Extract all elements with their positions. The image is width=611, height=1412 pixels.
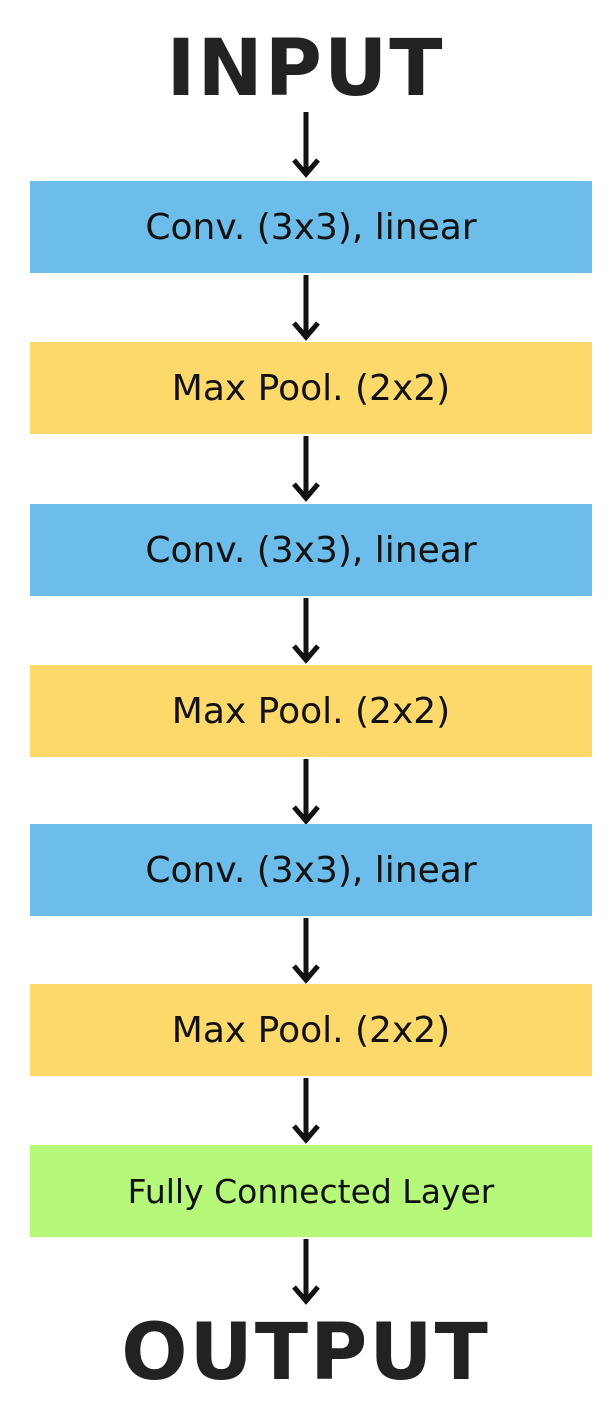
down-arrow-icon — [291, 759, 321, 825]
down-arrow-icon — [291, 918, 321, 984]
down-arrow-icon — [291, 275, 321, 341]
down-arrow-icon — [291, 436, 321, 502]
layer-block-pool-2: Max Pool. (2x2) — [30, 665, 592, 757]
input-label: INPUT — [166, 24, 445, 114]
layer-block-conv-1: Conv. (3x3), linear — [30, 181, 592, 273]
layer-block-fully-connected: Fully Connected Layer — [30, 1145, 592, 1237]
down-arrow-icon — [291, 1239, 321, 1305]
layer-block-pool-3: Max Pool. (2x2) — [30, 984, 592, 1076]
layer-block-pool-1: Max Pool. (2x2) — [30, 342, 592, 434]
down-arrow-icon — [291, 1078, 321, 1144]
down-arrow-icon — [291, 112, 321, 178]
output-label: OUTPUT — [121, 1308, 490, 1398]
layer-block-conv-3: Conv. (3x3), linear — [30, 824, 592, 916]
down-arrow-icon — [291, 598, 321, 664]
layer-block-conv-2: Conv. (3x3), linear — [30, 504, 592, 596]
